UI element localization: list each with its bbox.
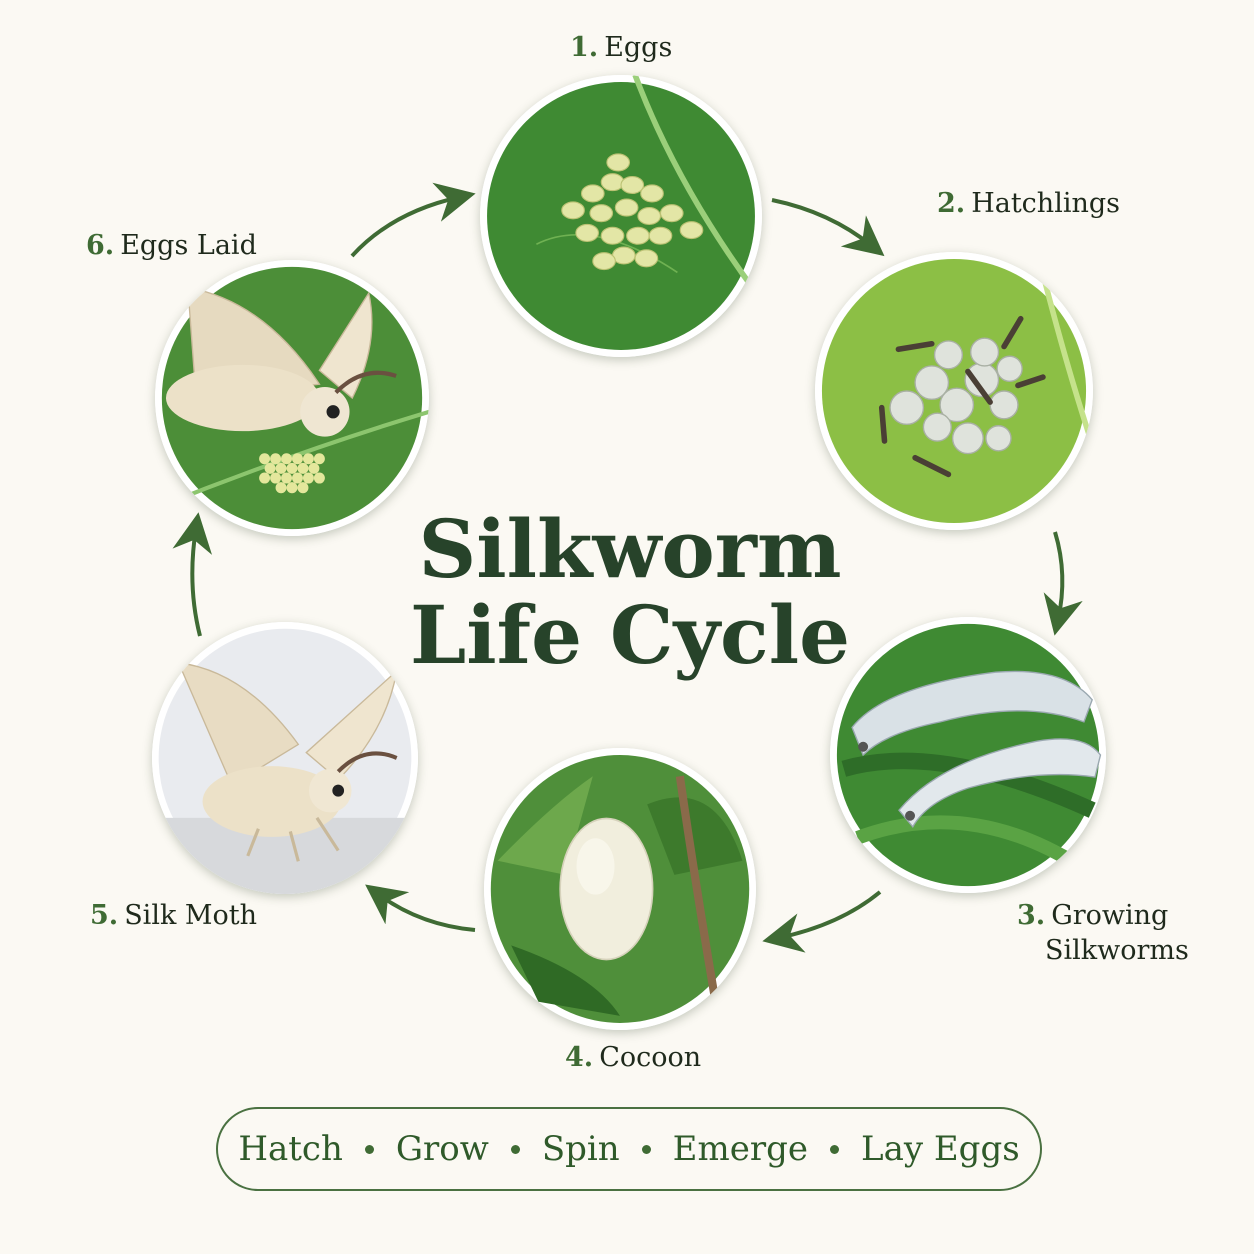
summary-word: Spin xyxy=(541,1129,620,1169)
stage-4-cocoon-image xyxy=(484,748,756,1030)
stage-6-eggs-laid-image xyxy=(155,260,429,536)
arrow-1-to-2 xyxy=(771,198,885,257)
stage-5-label: 5.Silk Moth xyxy=(90,900,258,931)
separator-dot xyxy=(364,1144,374,1154)
arrow-4-to-5 xyxy=(365,884,476,932)
summary-word: Lay Eggs xyxy=(861,1129,1020,1169)
summary-word: Hatch xyxy=(238,1129,343,1169)
summary-pill: Hatch Grow Spin Emerge Lay Eggs xyxy=(216,1107,1042,1191)
summary-word: Emerge xyxy=(672,1129,808,1169)
arrow-6-to-1 xyxy=(350,182,476,258)
stage-3-label: 3.Growing Silkworms xyxy=(1017,900,1189,966)
arrow-3-to-4 xyxy=(762,890,882,953)
stage-2-hatchlings-image xyxy=(815,252,1093,530)
arrow-2-to-3 xyxy=(1043,531,1083,636)
stage-4-label: 4.Cocoon xyxy=(565,1042,702,1073)
stage-5-silk-moth-image xyxy=(152,622,418,894)
stage-6-label: 6.Eggs Laid xyxy=(86,230,257,261)
diagram-title: Silkworm Life Cycle xyxy=(380,506,880,678)
separator-dot xyxy=(641,1144,651,1154)
separator-dot xyxy=(830,1144,839,1154)
title-line-2: Life Cycle xyxy=(410,588,850,682)
stage-3-growing-silkworms-image xyxy=(830,617,1106,893)
summary-word: Grow xyxy=(395,1129,489,1169)
stage-2-label: 2.Hatchlings xyxy=(937,188,1120,219)
separator-dot xyxy=(510,1144,520,1154)
arrow-5-to-6 xyxy=(172,512,213,637)
stage-1-label: 1.Eggs xyxy=(570,32,673,63)
title-line-1: Silkworm xyxy=(418,502,842,596)
stage-1-eggs-image xyxy=(480,75,762,357)
